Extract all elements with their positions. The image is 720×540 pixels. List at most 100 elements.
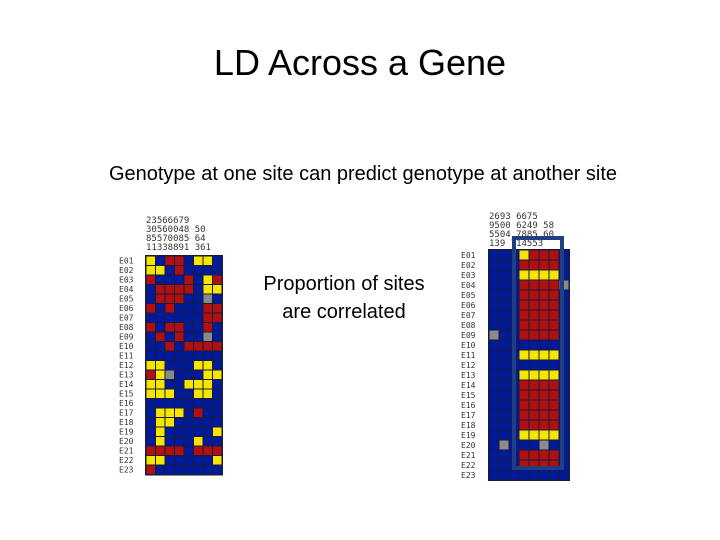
genotype-cell xyxy=(194,380,203,389)
genotype-cell xyxy=(519,440,529,450)
row-label: E21 xyxy=(461,451,476,460)
row-label: E15 xyxy=(461,391,476,400)
genotype-cell xyxy=(165,456,174,465)
genotype-cell xyxy=(549,470,559,480)
row-label: E11 xyxy=(119,352,134,361)
row-label: E13 xyxy=(119,371,134,380)
genotype-cell xyxy=(519,470,529,480)
genotype-cell xyxy=(165,380,174,389)
genotype-cell xyxy=(165,427,174,436)
genotype-cell xyxy=(175,389,184,398)
genotype-cell xyxy=(194,408,203,417)
genotype-cell xyxy=(213,285,222,294)
genotype-cell xyxy=(539,410,549,420)
genotype-cell xyxy=(184,427,193,436)
row-label: E10 xyxy=(119,342,134,351)
genotype-cell xyxy=(203,275,212,284)
row-label: E22 xyxy=(461,461,476,470)
genotype-cell xyxy=(539,260,549,270)
genotype-cell xyxy=(213,399,222,408)
row-label: E23 xyxy=(119,466,134,475)
genotype-cell xyxy=(165,408,174,417)
genotype-cell xyxy=(499,330,509,340)
genotype-cell xyxy=(175,418,184,427)
genotype-cell xyxy=(519,300,529,310)
genotype-cell xyxy=(156,427,165,436)
genotype-cell xyxy=(175,408,184,417)
genotype-cell xyxy=(184,313,193,322)
genotype-cell xyxy=(539,370,549,380)
genotype-cell xyxy=(156,342,165,351)
genotype-cell xyxy=(213,456,222,465)
genotype-cell xyxy=(175,275,184,284)
genotype-cell xyxy=(549,270,559,280)
row-label: E18 xyxy=(119,418,134,427)
genotype-cell xyxy=(146,285,155,294)
genotype-cell xyxy=(175,351,184,360)
genotype-cell xyxy=(184,437,193,446)
row-label: E03 xyxy=(461,271,476,280)
row-label: E09 xyxy=(119,333,134,342)
genotype-cell xyxy=(184,389,193,398)
genotype-cell xyxy=(156,294,165,303)
row-label: E04 xyxy=(119,285,134,294)
row-label: E05 xyxy=(461,291,476,300)
genotype-cell xyxy=(529,320,539,330)
genotype-cell xyxy=(549,300,559,310)
genotype-cell xyxy=(184,370,193,379)
row-label: E18 xyxy=(461,421,476,430)
genotype-cell xyxy=(194,399,203,408)
row-label: E08 xyxy=(461,321,476,330)
genotype-cell xyxy=(549,410,559,420)
correlated-sites-highlight-box xyxy=(512,236,564,470)
genotype-cell xyxy=(165,313,174,322)
slide-title: LD Across a Gene xyxy=(213,42,507,83)
genotype-cell xyxy=(165,285,174,294)
genotype-cell xyxy=(194,465,203,474)
genotype-cell xyxy=(519,360,529,370)
genotype-cell xyxy=(165,389,174,398)
genotype-cell xyxy=(499,260,509,270)
genotype-cell xyxy=(549,430,559,440)
genotype-cell xyxy=(156,332,165,341)
genotype-cell xyxy=(203,285,212,294)
genotype-cell xyxy=(539,270,549,280)
genotype-cell xyxy=(175,323,184,332)
genotype-cell xyxy=(519,400,529,410)
genotype-cell xyxy=(489,270,499,280)
genotype-cell xyxy=(203,465,212,474)
genotype-cell xyxy=(529,370,539,380)
caption-line-2: are correlated xyxy=(282,301,406,323)
genotype-cell xyxy=(213,370,222,379)
genotype-cell xyxy=(539,420,549,430)
genotype-cell xyxy=(213,256,222,265)
genotype-cell xyxy=(489,450,499,460)
genotype-cell xyxy=(146,389,155,398)
genotype-cell xyxy=(184,294,193,303)
genotype-cell xyxy=(519,340,529,350)
genotype-cell xyxy=(165,266,174,275)
genotype-cell xyxy=(519,250,529,260)
genotype-cell xyxy=(213,304,222,313)
genotype-cell xyxy=(499,340,509,350)
genotype-cell xyxy=(203,294,212,303)
genotype-cell xyxy=(184,446,193,455)
genotype-cell xyxy=(203,370,212,379)
genotype-cell xyxy=(175,380,184,389)
row-label: E15 xyxy=(119,390,134,399)
genotype-cell xyxy=(539,450,549,460)
genotype-cell xyxy=(203,389,212,398)
genotype-cell xyxy=(175,313,184,322)
genotype-cell xyxy=(549,360,559,370)
genotype-cell xyxy=(165,370,174,379)
column-header-row: 2693 6675 xyxy=(489,212,538,222)
genotype-cell xyxy=(175,361,184,370)
genotype-cell xyxy=(499,280,509,290)
genotype-cell xyxy=(499,440,509,450)
genotype-cell xyxy=(529,440,539,450)
genotype-cell xyxy=(156,418,165,427)
genotype-cell xyxy=(213,427,222,436)
genotype-cell xyxy=(499,370,509,380)
genotype-cell xyxy=(165,418,174,427)
